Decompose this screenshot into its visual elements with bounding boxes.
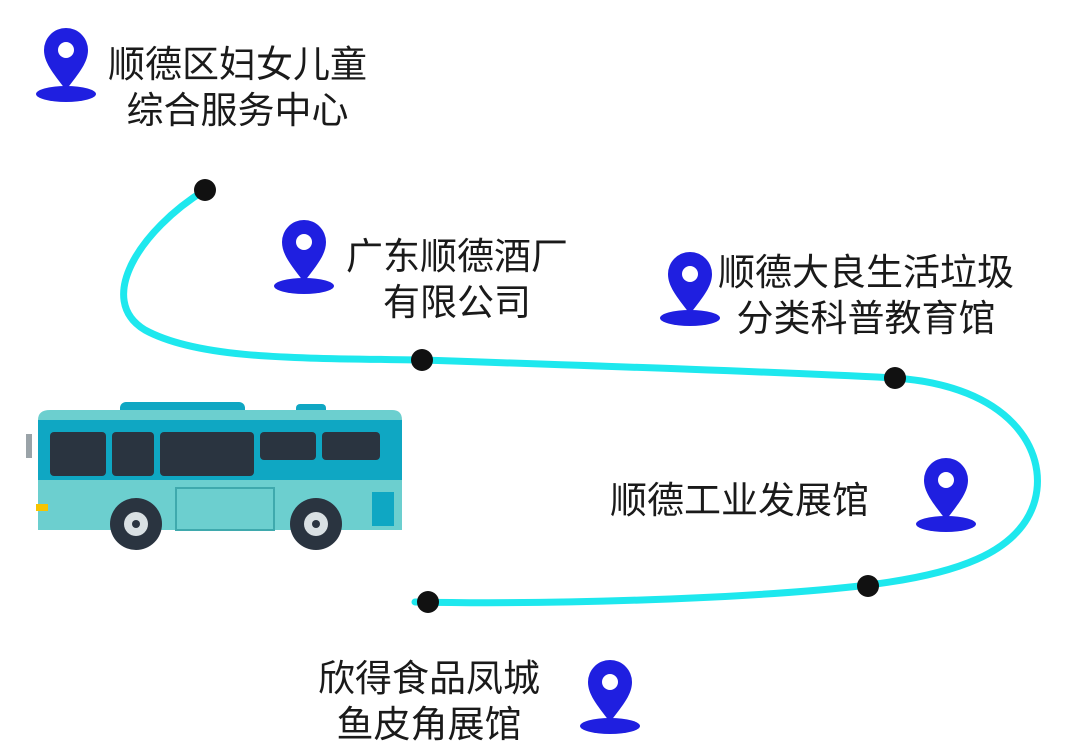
stop-label-line: 综合服务中心 [126, 89, 349, 132]
map-pin-icon [274, 220, 334, 294]
stop-label-line: 广东顺德酒厂 [346, 235, 568, 278]
stop-label-line: 欣得食品凤城 [318, 657, 540, 700]
stop-dot-4[interactable] [857, 575, 879, 597]
map-pin-icon [916, 458, 976, 532]
map-pin-icon [36, 28, 96, 102]
stop-label-line: 分类科普教育馆 [736, 297, 996, 340]
stop-label-line: 有限公司 [383, 281, 531, 324]
stop-label-winery: 广东顺德酒厂 有限公司 [346, 234, 568, 326]
stop-label-industry-museum: 顺德工业发展馆 [610, 478, 869, 524]
map-pin-icon [660, 252, 720, 326]
stop-label-line: 顺德大良生活垃圾 [718, 251, 1014, 294]
map-pin-icon [580, 660, 640, 734]
stop-dot-5[interactable] [417, 591, 439, 613]
stop-dot-2[interactable] [411, 349, 433, 371]
bus-icon [26, 402, 402, 550]
stop-dot-1[interactable] [194, 179, 216, 201]
stop-label-line: 顺德工业发展馆 [610, 479, 869, 522]
stop-label-fish-skin-museum: 欣得食品凤城 鱼皮角展馆 [318, 656, 540, 748]
stop-label-line: 顺德区妇女儿童 [108, 43, 367, 86]
stop-dot-3[interactable] [884, 367, 906, 389]
stop-label-garbage-museum: 顺德大良生活垃圾 分类科普教育馆 [718, 250, 1014, 342]
stop-label-women-children-center: 顺德区妇女儿童 综合服务中心 [108, 42, 367, 134]
stop-label-line: 鱼皮角展馆 [336, 703, 522, 746]
